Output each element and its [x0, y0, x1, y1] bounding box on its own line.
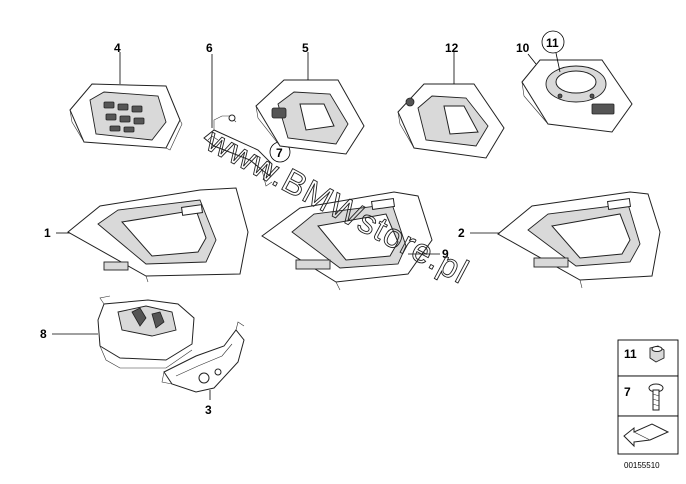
callout-11-circle — [541, 30, 565, 54]
callout-3: 3 — [205, 403, 212, 417]
part-9-trim-cover — [261, 191, 433, 291]
legend-row-7-label: 7 — [624, 385, 631, 399]
callout-9: 9 — [442, 247, 449, 261]
part-5-trim-panel — [255, 79, 365, 155]
catalog-number: 00155510 — [624, 461, 660, 470]
callout-4: 4 — [114, 41, 121, 55]
callout-5: 5 — [302, 41, 309, 55]
callout-1: 1 — [44, 226, 51, 240]
part-6-bracket — [203, 114, 273, 187]
callout-6: 6 — [206, 41, 213, 55]
part-12-trim-panel — [397, 83, 505, 159]
legend-row-11-label: 11 — [624, 347, 637, 361]
nut-icon — [649, 345, 665, 363]
part-1-trim-cover — [67, 187, 249, 283]
part-10-trim-ring — [521, 59, 633, 133]
callout-7: 7 — [276, 146, 283, 160]
part-2-trim-cover — [497, 191, 661, 289]
screw-icon — [648, 383, 664, 411]
callout-11: 11 — [546, 36, 559, 50]
arrow-icon — [623, 423, 670, 448]
callout-2: 2 — [458, 226, 465, 240]
part-4-trim-panel — [69, 83, 183, 151]
part-8-shifter-housing — [97, 295, 195, 369]
small-parts-legend: 11 7 — [617, 339, 679, 455]
part-3-mounting-bracket — [161, 321, 245, 393]
callout-12: 12 — [445, 41, 459, 55]
callout-10: 10 — [516, 41, 530, 55]
callout-8: 8 — [40, 327, 47, 341]
